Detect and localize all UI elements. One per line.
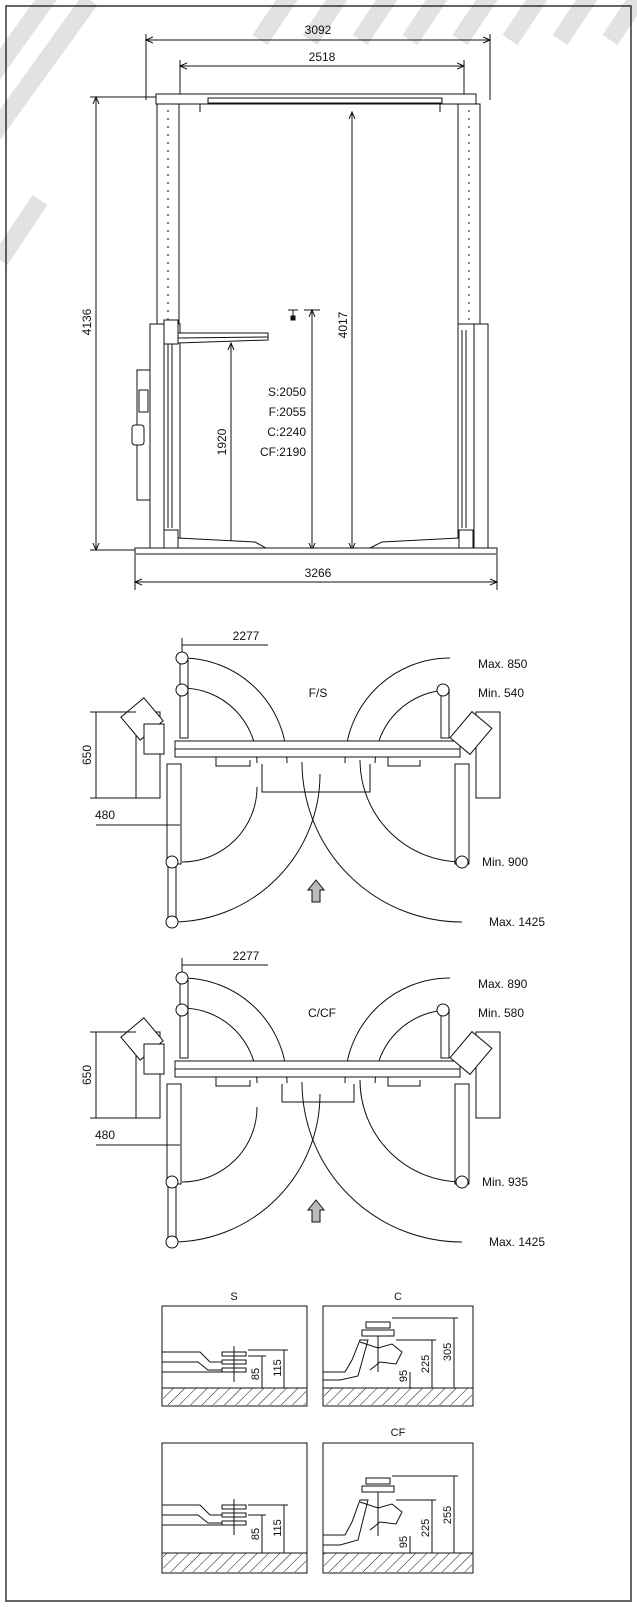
- detail-cf-dim-95: 95: [398, 1536, 410, 1548]
- pad-height-c: C:2240: [267, 425, 306, 439]
- fs-title: F/S: [309, 686, 328, 700]
- fs-max-rear: Max. 1425: [489, 915, 545, 929]
- ccf-min-rear: Min. 935: [482, 1175, 528, 1189]
- ccf-offset: 2277: [233, 949, 260, 963]
- pad-height-f: F:2055: [269, 405, 307, 419]
- ccf-max-front: Max. 890: [478, 977, 528, 991]
- dim-arm-height: 1920: [215, 428, 229, 455]
- ccf-min-front: Min. 580: [478, 1006, 524, 1020]
- ccf-max-rear: Max. 1425: [489, 1235, 545, 1249]
- detail-c-labels: C 95 225 305: [394, 1291, 454, 1382]
- plan-view-ccf: [90, 958, 501, 1249]
- background-stripes: [0, 0, 637, 265]
- ccf-depth: 650: [80, 1065, 94, 1085]
- dim-inner-width: 2518: [309, 50, 336, 64]
- detail-s2-dim-85: 85: [250, 1528, 262, 1540]
- plan-view-fs-labels: F/S 2277 650 480 Max. 850 Min. 540 Min. …: [80, 629, 545, 929]
- detail-s-dim-115: 115: [272, 1359, 284, 1377]
- detail-c: [322, 1305, 474, 1407]
- plan-view-fs: [90, 638, 501, 929]
- detail-s-dim-85: 85: [250, 1368, 262, 1380]
- dim-base-width: 3266: [305, 566, 332, 580]
- fs-side: 480: [95, 808, 115, 822]
- ccf-title: C/CF: [308, 1006, 336, 1020]
- dim-outer-width: 3092: [305, 23, 332, 37]
- detail-s-second: [161, 1442, 308, 1574]
- ccf-side: 480: [95, 1128, 115, 1142]
- front-view: [90, 34, 497, 590]
- detail-c-dim-95: 95: [398, 1370, 410, 1382]
- detail-s-second-labels: 85 115: [250, 1519, 284, 1540]
- front-view-labels: 3092 2518 4136 4017 1920 S:2050 F:2055 C…: [80, 23, 350, 580]
- dim-total-height: 4136: [80, 308, 94, 335]
- pad-height-s: S:2050: [268, 385, 306, 399]
- detail-s-title: S: [230, 1291, 237, 1303]
- pad-height-cf: CF:2190: [260, 445, 306, 459]
- fs-min-rear: Min. 900: [482, 855, 528, 869]
- plan-view-ccf-labels: C/CF 2277 650 480 Max. 890 Min. 580 Min.…: [80, 949, 545, 1249]
- detail-s2-dim-115: 115: [272, 1519, 284, 1537]
- detail-cf-dim-225: 225: [420, 1519, 432, 1537]
- detail-c-dim-225: 225: [420, 1355, 432, 1373]
- detail-s-labels: S 85 115: [230, 1291, 284, 1380]
- dim-clear-height: 4017: [336, 311, 350, 338]
- detail-c-dim-305: 305: [442, 1343, 454, 1361]
- fs-max-front: Max. 850: [478, 657, 528, 671]
- fs-min-front: Min. 540: [478, 686, 524, 700]
- detail-cf-title: CF: [391, 1427, 406, 1439]
- detail-cf: [322, 1442, 474, 1574]
- page-frame: [5, 5, 632, 1602]
- detail-cf-dim-255: 255: [442, 1506, 454, 1524]
- detail-cf-labels: CF 95 225 255: [391, 1427, 454, 1548]
- detail-s: [161, 1305, 308, 1407]
- fs-offset: 2277: [233, 629, 260, 643]
- fs-depth: 650: [80, 745, 94, 765]
- detail-c-title: C: [394, 1291, 402, 1303]
